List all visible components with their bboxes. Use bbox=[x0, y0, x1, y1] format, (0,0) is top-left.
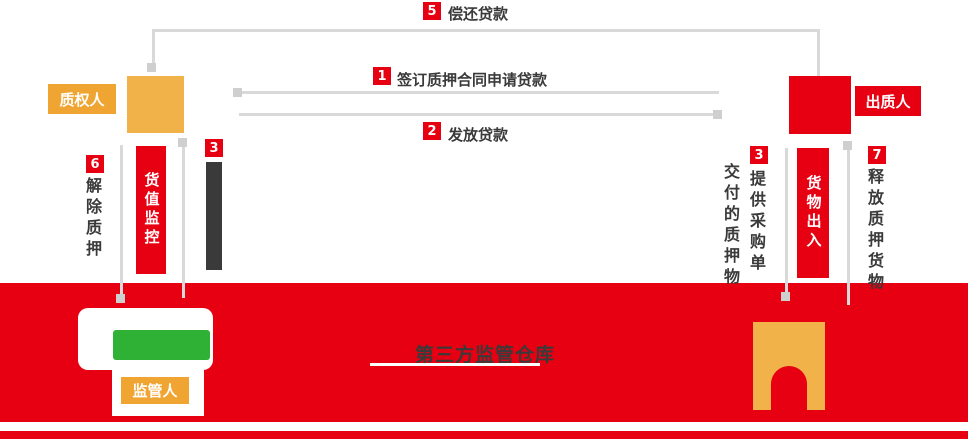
step-3-right-label2: 交付的质押物 bbox=[721, 163, 740, 289]
connector-node bbox=[713, 110, 722, 119]
connector-goods-out bbox=[847, 145, 850, 305]
step-2-badge: 2 bbox=[423, 122, 441, 140]
goods-in-out-bar: 货物出入 bbox=[797, 148, 829, 278]
connector-step5-top bbox=[152, 29, 820, 32]
supervisor-screen bbox=[113, 330, 210, 360]
value-monitor-bar: 货值监控 bbox=[136, 146, 166, 274]
step-2-label: 发放贷款 bbox=[448, 126, 509, 144]
connector-node bbox=[781, 292, 790, 301]
pledgor-block bbox=[789, 76, 851, 134]
step-6-badge: 6 bbox=[86, 155, 104, 173]
connector-grant-loan bbox=[239, 113, 719, 116]
pledge-goods-bar bbox=[206, 162, 222, 270]
connector-release-pledge bbox=[120, 145, 123, 298]
step-3-right-label: 提供采购单 bbox=[747, 170, 766, 275]
step-6-label: 解除质押 bbox=[83, 177, 102, 261]
step-5-label: 偿还贷款 bbox=[448, 5, 509, 23]
step-3-left-badge: 3 bbox=[205, 139, 223, 157]
step-7-badge: 7 bbox=[868, 146, 886, 164]
connector-node bbox=[233, 88, 242, 97]
warehouse-title: 第三方监管仓库 bbox=[415, 344, 556, 366]
step-7-label: 释放质押货物 bbox=[865, 168, 884, 294]
pledgee-block bbox=[127, 76, 184, 133]
connector-node bbox=[178, 138, 187, 147]
pledgee-tag: 质权人 bbox=[48, 84, 116, 114]
step-5-badge: 5 bbox=[423, 2, 441, 20]
warehouse-underline bbox=[370, 363, 540, 366]
connector-goods-in bbox=[785, 148, 788, 296]
connector-step5-left bbox=[152, 29, 155, 67]
step-1-label: 签订质押合同申请贷款 bbox=[397, 71, 548, 89]
connector-node bbox=[843, 141, 852, 150]
bottom-red-strip bbox=[0, 431, 968, 439]
connector-apply-loan bbox=[239, 91, 719, 94]
supervisor-tag: 监管人 bbox=[121, 377, 189, 404]
connector-pledge-goods-left bbox=[182, 141, 185, 298]
connector-node bbox=[147, 63, 156, 72]
warehouse-door bbox=[771, 366, 807, 410]
pledgor-tag: 出质人 bbox=[855, 86, 921, 116]
step-3-right-badge: 3 bbox=[750, 146, 768, 164]
step-1-badge: 1 bbox=[373, 67, 391, 85]
connector-step5-right bbox=[817, 29, 820, 78]
connector-node bbox=[116, 294, 125, 303]
